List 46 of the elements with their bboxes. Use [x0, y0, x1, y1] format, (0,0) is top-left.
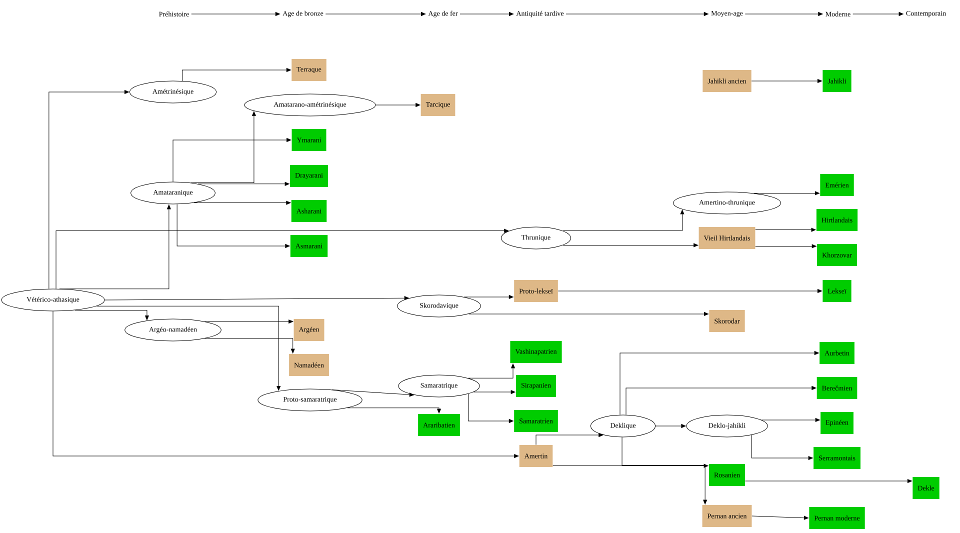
arrow	[52, 311, 519, 458]
arrow	[755, 244, 816, 248]
arrow	[655, 424, 686, 428]
arrow	[566, 12, 708, 16]
arrow	[751, 434, 813, 460]
arrow	[182, 68, 291, 82]
arrow	[104, 296, 409, 300]
arrow	[562, 243, 698, 248]
arrow	[325, 12, 426, 16]
arrow	[59, 204, 171, 290]
arrow	[755, 228, 816, 232]
arrow	[626, 386, 816, 416]
arrow	[622, 437, 708, 468]
arrow	[96, 306, 281, 391]
arrow	[460, 12, 514, 16]
arrow	[198, 182, 290, 186]
arrow	[754, 191, 820, 196]
arrow	[852, 12, 904, 16]
arrow	[204, 320, 294, 324]
arrow	[558, 289, 822, 293]
arrow	[536, 433, 604, 446]
arrow	[464, 295, 514, 299]
arrow	[204, 338, 295, 354]
arrow	[56, 228, 509, 290]
arrow	[74, 310, 149, 320]
arrow	[562, 210, 684, 232]
arrow	[761, 418, 820, 422]
arrow	[332, 390, 414, 397]
arrow	[346, 408, 441, 414]
arrow	[172, 138, 292, 182]
arrow	[376, 103, 420, 107]
arrow	[468, 312, 709, 316]
arrow	[191, 12, 280, 16]
arrow	[176, 204, 290, 248]
arrow	[752, 516, 809, 520]
arrow	[552, 464, 708, 504]
arrow	[194, 200, 291, 205]
arrow	[744, 12, 823, 16]
arrow	[473, 390, 516, 394]
arrow	[468, 364, 515, 378]
arrow	[620, 351, 819, 416]
arrow	[468, 394, 514, 423]
arrow	[190, 111, 256, 184]
arrow	[751, 79, 822, 83]
arrow	[48, 90, 130, 290]
arrow	[745, 479, 912, 483]
